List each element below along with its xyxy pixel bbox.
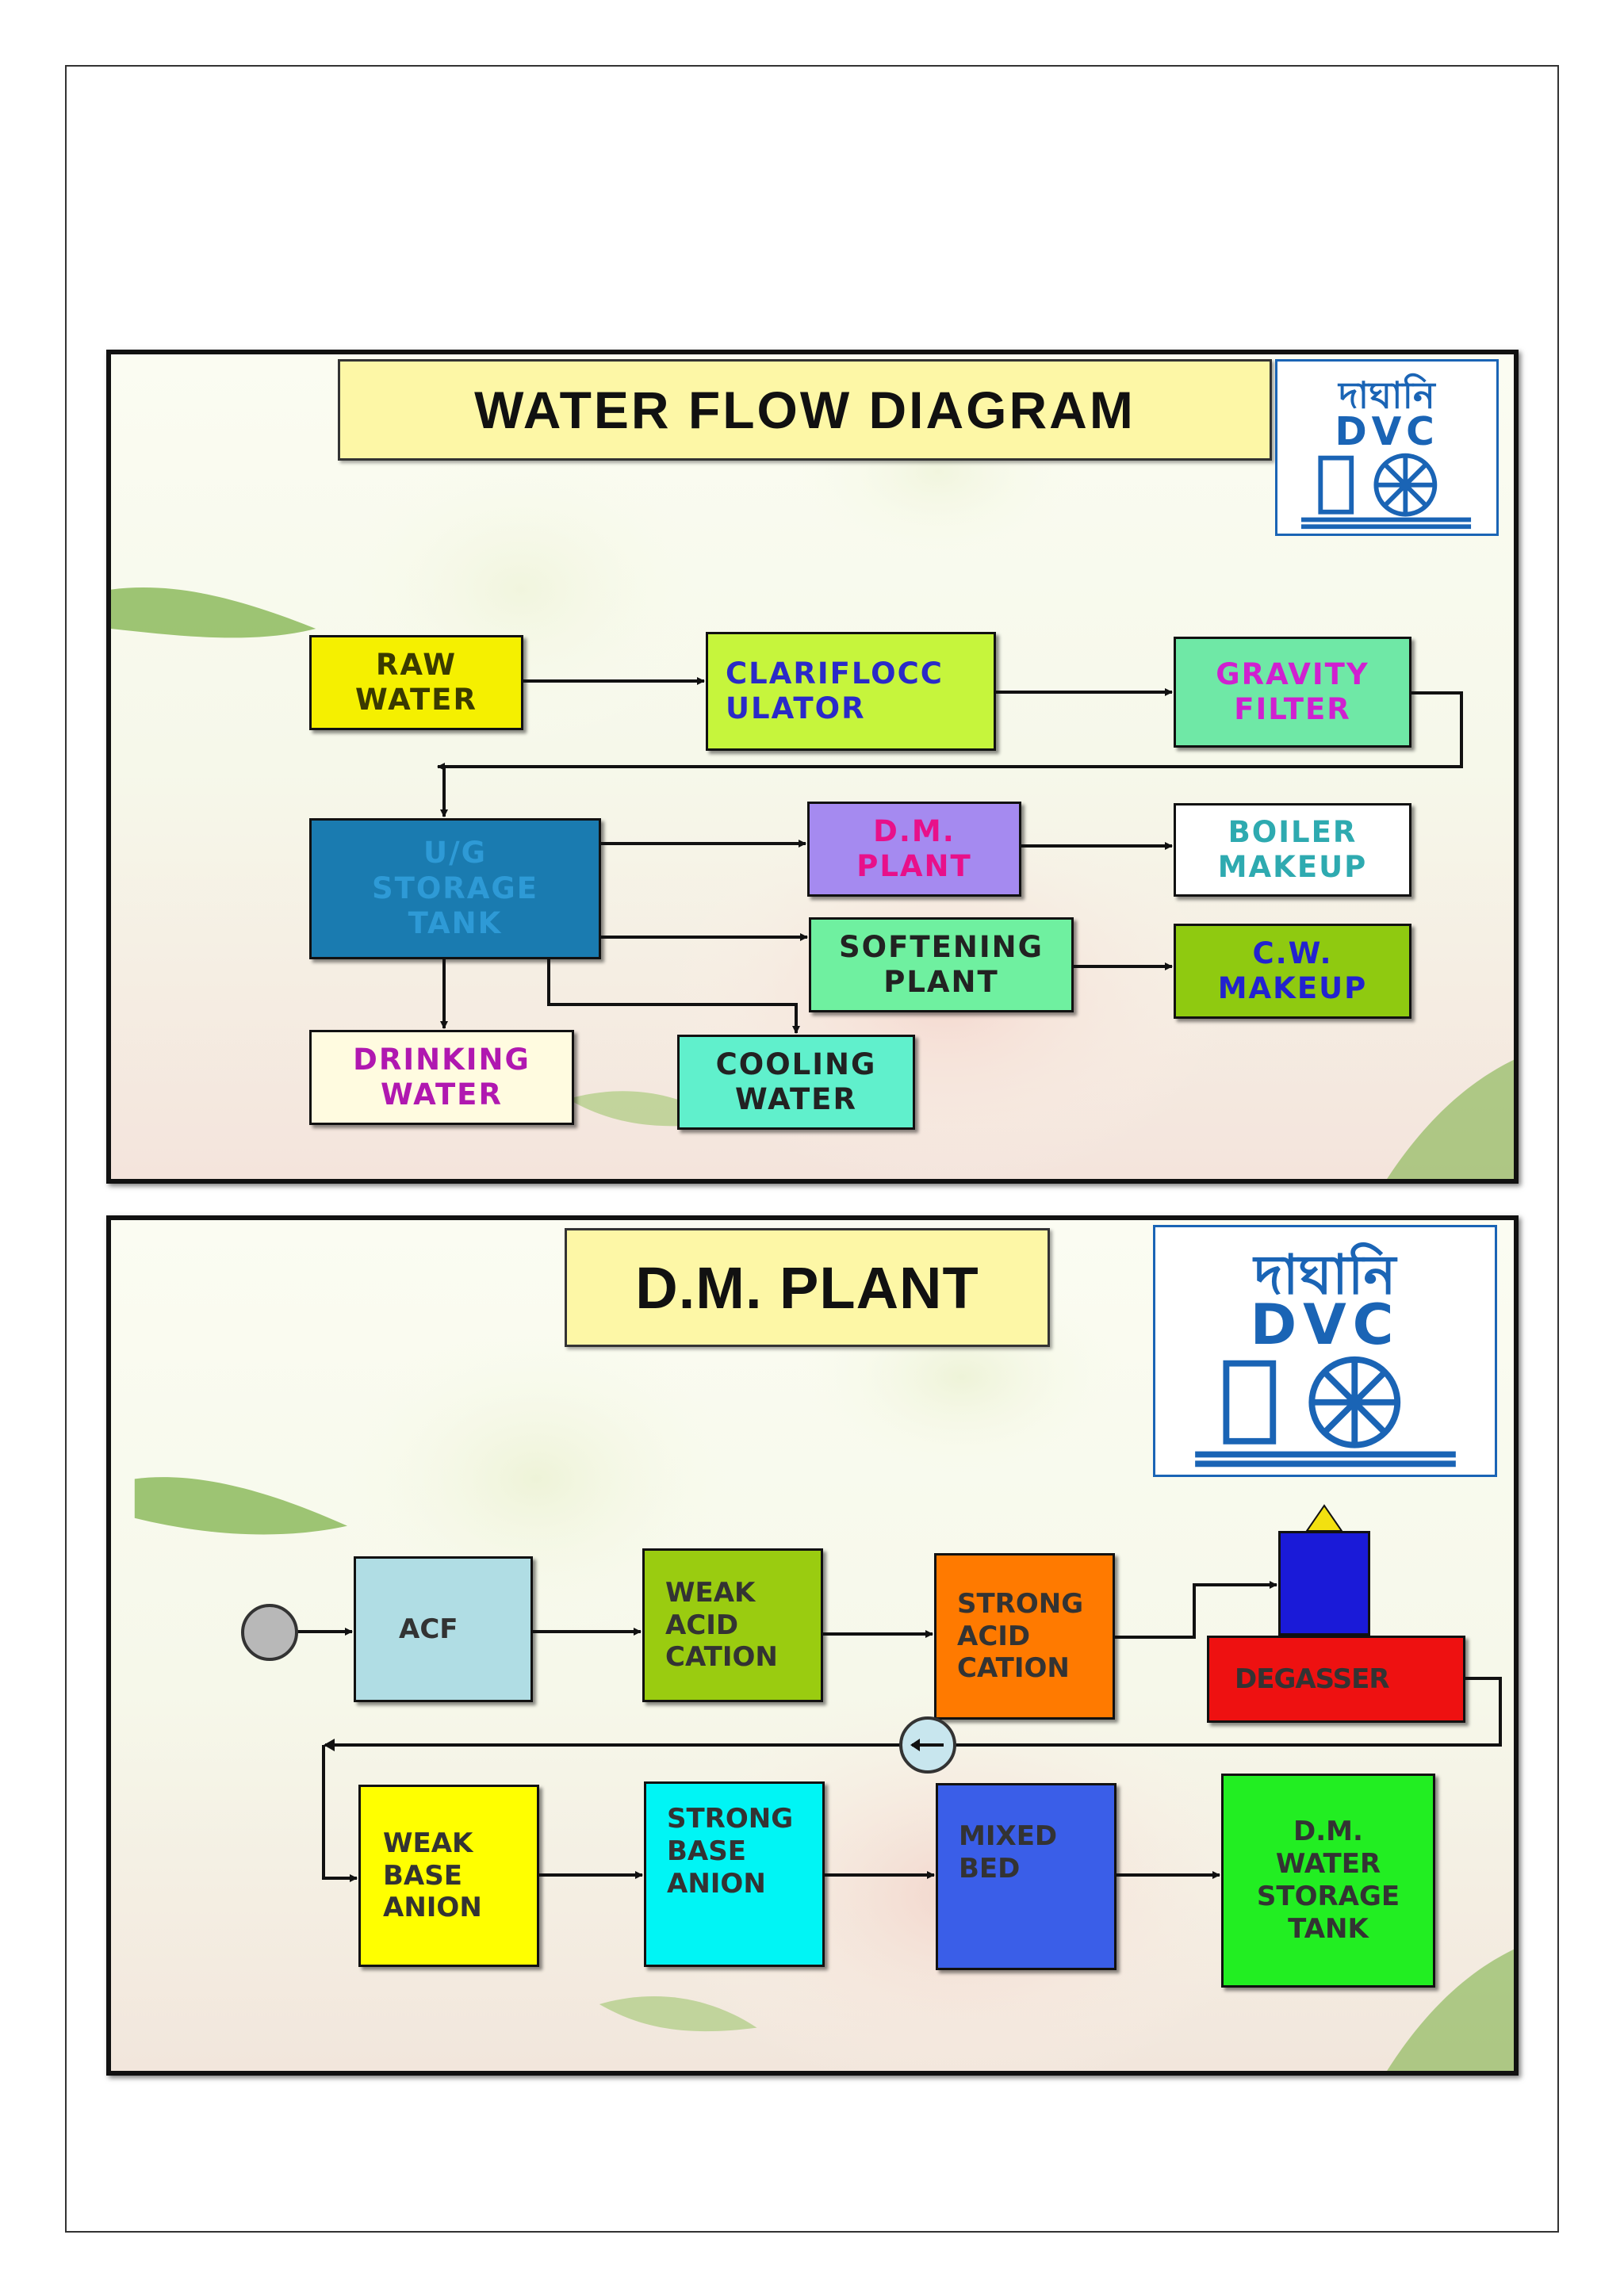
clarifloc-block: CLARIFLOCC ULATOR xyxy=(706,632,996,751)
dvc-logo: দাঘানি DVC xyxy=(1275,359,1499,536)
svg-text:DVC: DVC xyxy=(1335,410,1438,454)
diagram-title: D.M. PLANT xyxy=(565,1228,1050,1347)
dm-water-storage-tank-block: D.M. WATER STORAGE TANK xyxy=(1221,1774,1435,1988)
svg-text:দাঘানি: দাঘানি xyxy=(1253,1241,1399,1307)
degasser-block: DEGASSER xyxy=(1207,1636,1465,1723)
dm-plant-panel: D.M. PLANT দাঘানি DVC ACF WEAK ACID CATI… xyxy=(106,1215,1519,2076)
cooling-water-block: COOLING WATER xyxy=(677,1035,915,1130)
flow-arrows xyxy=(437,677,1463,1034)
page-border xyxy=(65,65,1559,2233)
boiler-makeup-block: BOILER MAKEUP xyxy=(1174,803,1411,897)
strong-base-anion-block: STRONG BASE ANION xyxy=(644,1781,825,1967)
water-flow-panel: WATER FLOW DIAGRAM দাঘানি DVC RAW WATER … xyxy=(106,350,1519,1184)
weak-acid-cation-block: WEAK ACID CATION xyxy=(642,1548,823,1702)
raw-water-block: RAW WATER xyxy=(309,635,523,730)
mixed-bed-block: MIXED BED xyxy=(936,1783,1116,1970)
dm-plant-block: D.M. PLANT xyxy=(807,802,1021,897)
cw-makeup-block: C.W. MAKEUP xyxy=(1174,924,1411,1019)
acf-block: ACF xyxy=(354,1556,533,1702)
feed-pump-icon xyxy=(241,1604,298,1661)
svg-text:দাঘানি: দাঘানি xyxy=(1337,373,1437,417)
softening-plant-block: SOFTENING PLANT xyxy=(809,917,1074,1012)
dvc-logo: দাঘানি DVC xyxy=(1153,1225,1497,1477)
drinking-water-block: DRINKING WATER xyxy=(309,1030,574,1125)
ug-storage-tank-block: U/G STORAGE TANK xyxy=(309,818,601,959)
weak-base-anion-block: WEAK BASE ANION xyxy=(358,1785,539,1967)
gravity-filter-block: GRAVITY FILTER xyxy=(1174,637,1411,748)
diagram-title: WATER FLOW DIAGRAM xyxy=(338,359,1272,461)
degasser-tower xyxy=(1278,1531,1370,1636)
svg-text:DVC: DVC xyxy=(1251,1292,1400,1357)
dm-flow-arrows xyxy=(241,1581,1502,1882)
strong-acid-cation-block: STRONG ACID CATION xyxy=(934,1553,1115,1720)
